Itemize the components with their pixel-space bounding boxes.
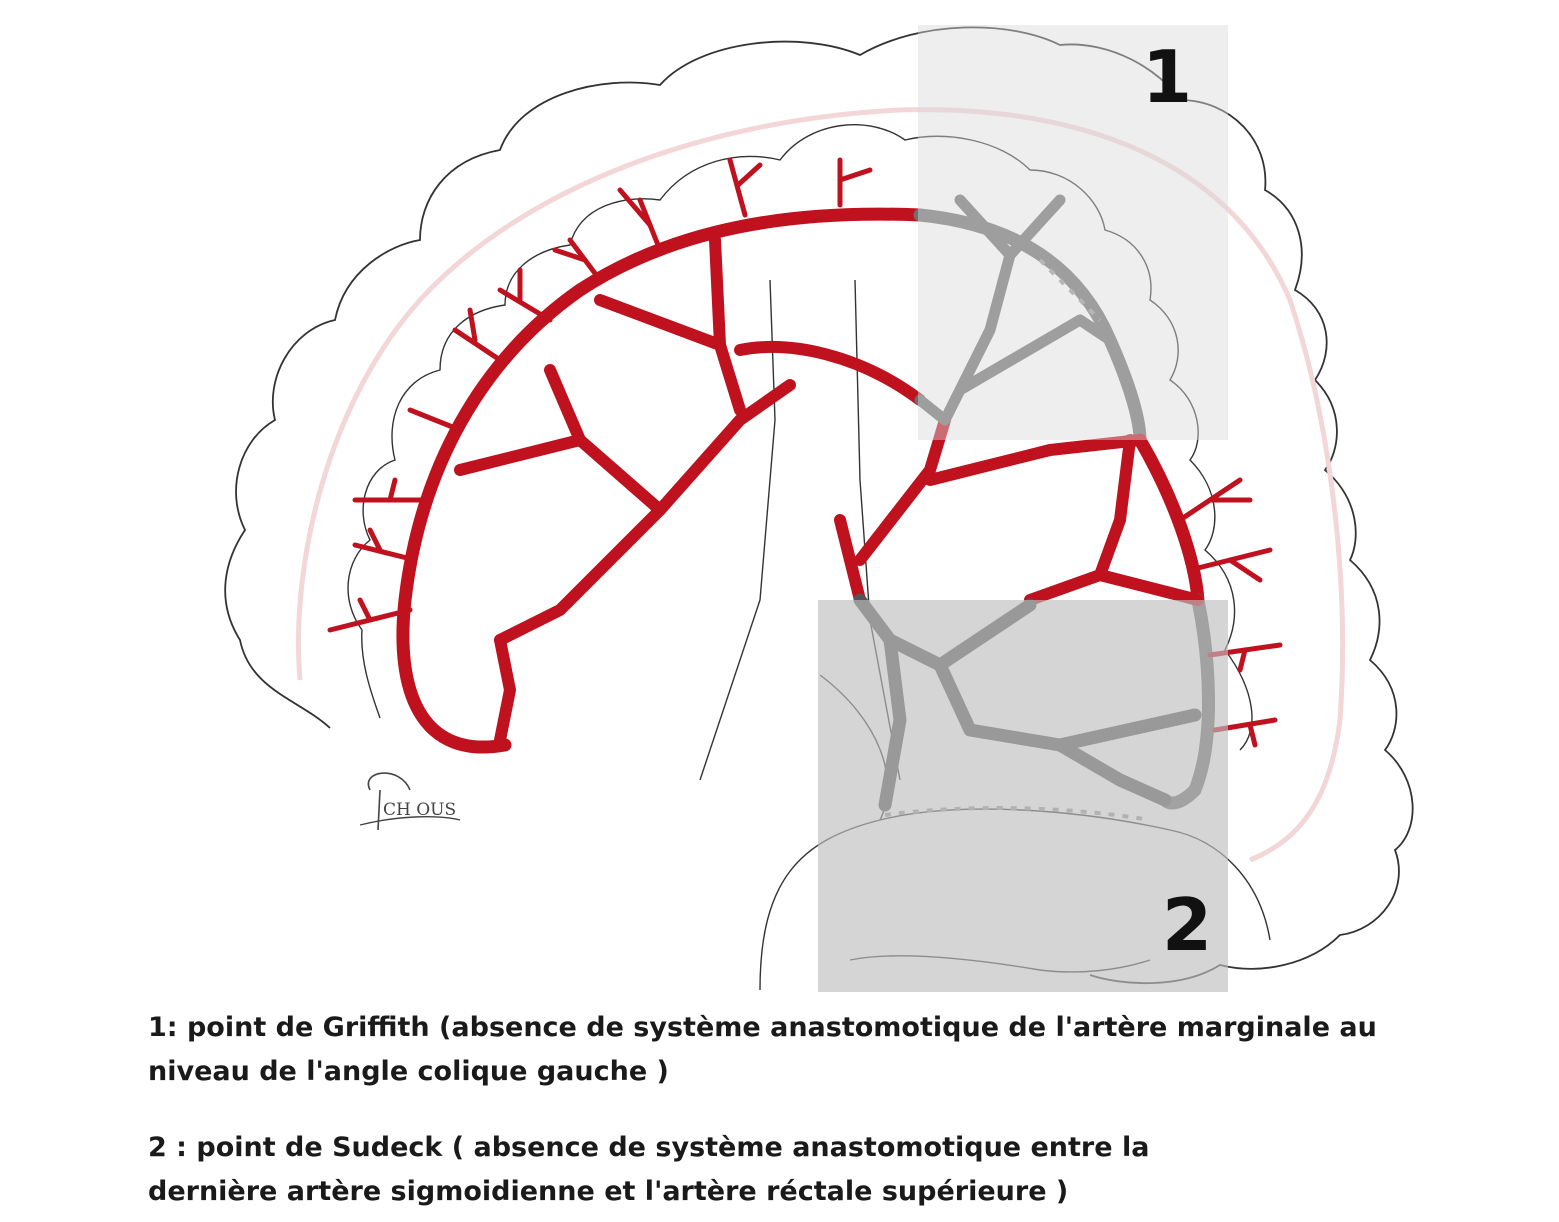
- zone-2-label: 2: [1162, 883, 1212, 967]
- colon-outline: [224, 26, 1414, 985]
- zone-1-label: 1: [1142, 35, 1192, 119]
- griffith-gap-dotted-line: [1038, 258, 1102, 322]
- legend-item-2-line-2: dernière artère sigmoidienne et l'artère…: [148, 1176, 1069, 1207]
- legend-item-griffith: 1: point de Griffith (absence de système…: [148, 1006, 1448, 1094]
- signature-text: CH OUS: [383, 800, 456, 820]
- colon-inner-outline: [347, 124, 1253, 751]
- zone-1-griffith-overlay: [918, 25, 1228, 440]
- ischemic-branches-zone-1: [914, 194, 1116, 426]
- legend-item-1-line-2: niveau de l'angle colique gauche ): [148, 1056, 669, 1087]
- colon-haustra-faint-line: [296, 107, 1346, 863]
- colon-vascular-diagram: 1 2 CH OUS: [224, 25, 1414, 992]
- zone-2-sudeck-overlay: [818, 600, 1228, 992]
- legend-item-1-line-1: 1: point de Griffith (absence de système…: [148, 1012, 1377, 1043]
- marginal-artery-descending: [1133, 433, 1205, 607]
- marginal-artery: [396, 207, 927, 754]
- legend-item-2-line-1: 2 : point de Sudeck ( absence de système…: [148, 1132, 1150, 1163]
- colic-branches: [454, 234, 1204, 746]
- legend-item-sudeck: 2 : point de Sudeck ( absence de système…: [148, 1126, 1448, 1214]
- artist-signature: CH OUS: [359, 772, 461, 831]
